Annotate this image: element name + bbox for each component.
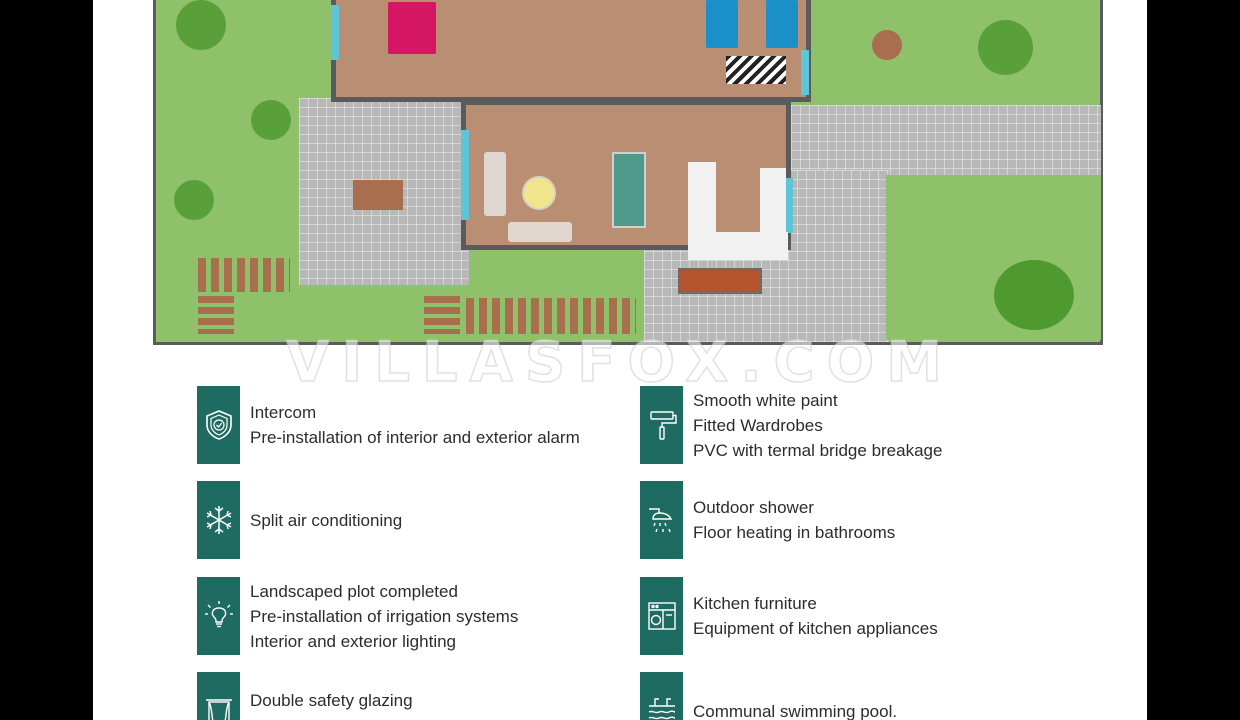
icon-box bbox=[197, 672, 240, 720]
icon-box bbox=[640, 386, 683, 464]
feature-line: Double safety glazing bbox=[250, 691, 413, 710]
right-lawn bbox=[886, 175, 1101, 340]
feature-air-conditioning: Split air conditioning bbox=[197, 481, 402, 559]
feature-line: Intercom bbox=[250, 403, 317, 422]
plant bbox=[176, 0, 226, 50]
dining-table bbox=[612, 152, 646, 228]
window bbox=[461, 130, 469, 220]
plant bbox=[251, 100, 291, 140]
feature-line: Smooth white paint bbox=[693, 390, 838, 410]
feature-glazing: Double safety glazing bbox=[197, 672, 413, 720]
window bbox=[331, 5, 339, 60]
feature-line: Landscaped plot completed bbox=[250, 581, 458, 601]
kitchen-appliance-icon bbox=[647, 602, 676, 630]
feature-shower: Outdoor shower Floor heating in bathroom… bbox=[640, 481, 895, 559]
watermark: VILLASFOX.COM bbox=[285, 329, 954, 396]
feature-line: Fitted Wardrobes bbox=[693, 415, 823, 435]
kitchen-counter bbox=[760, 168, 786, 234]
shield-check-icon bbox=[205, 410, 232, 440]
feature-line: Communal swimming pool. bbox=[693, 702, 898, 720]
feature-line: PVC with termal bridge breakage bbox=[693, 440, 943, 460]
feature-line: Pre-installation of irrigation systems bbox=[250, 606, 519, 626]
steps bbox=[466, 298, 636, 334]
floor-plan bbox=[153, 0, 1103, 345]
feature-line: Equipment of kitchen appliances bbox=[693, 619, 938, 638]
steps bbox=[198, 296, 234, 334]
icon-box bbox=[197, 481, 240, 559]
plant bbox=[978, 20, 1033, 75]
feature-kitchen: Kitchen furniture Equipment of kitchen a… bbox=[640, 577, 938, 655]
sofa bbox=[484, 152, 506, 216]
coffee-table bbox=[522, 176, 556, 210]
kitchen-island bbox=[688, 162, 716, 260]
rug bbox=[726, 56, 786, 84]
feature-line: Pre-installation of interior and exterio… bbox=[250, 428, 580, 447]
window bbox=[786, 178, 793, 233]
tree bbox=[994, 260, 1074, 330]
icon-box bbox=[197, 386, 240, 464]
single-bed bbox=[766, 0, 798, 48]
outdoor-dining-table bbox=[353, 180, 403, 210]
icon-box bbox=[197, 577, 240, 655]
steps bbox=[424, 296, 460, 334]
feature-paint: Smooth white paint Fitted Wardrobes PVC … bbox=[640, 386, 942, 464]
paint-roller-icon bbox=[649, 411, 677, 440]
sofa bbox=[508, 222, 572, 242]
window bbox=[801, 50, 809, 95]
feature-pool: Communal swimming pool. bbox=[640, 672, 897, 720]
steps bbox=[198, 258, 290, 292]
window-curtain-icon bbox=[205, 699, 232, 720]
feature-line: Split air conditioning bbox=[250, 510, 403, 530]
double-bed bbox=[388, 2, 436, 54]
swimming-pool-icon bbox=[648, 698, 675, 720]
patio-table bbox=[872, 30, 902, 60]
feature-line: Interior and exterior lighting bbox=[250, 631, 457, 651]
kitchen-counter bbox=[716, 232, 788, 260]
icon-box bbox=[640, 577, 683, 655]
light-bulb-icon bbox=[204, 601, 233, 628]
shower-icon bbox=[648, 508, 672, 533]
feature-line: Floor heating in bathrooms bbox=[693, 523, 896, 542]
icon-box bbox=[640, 481, 683, 559]
icon-box bbox=[640, 672, 683, 720]
plant bbox=[174, 180, 214, 220]
feature-line: Kitchen furniture bbox=[693, 594, 817, 613]
outdoor-kitchen bbox=[678, 268, 762, 294]
brochure-sheet: VILLASFOX.COM Intercom Pre-installation … bbox=[93, 0, 1147, 720]
feature-intercom: Intercom Pre-installation of interior an… bbox=[197, 386, 580, 464]
single-bed bbox=[706, 0, 738, 48]
feature-line: Outdoor shower bbox=[693, 498, 814, 517]
feature-landscaping: Landscaped plot completed Pre-installati… bbox=[197, 577, 518, 655]
snowflake-icon bbox=[206, 506, 231, 534]
right-path bbox=[791, 105, 1101, 175]
